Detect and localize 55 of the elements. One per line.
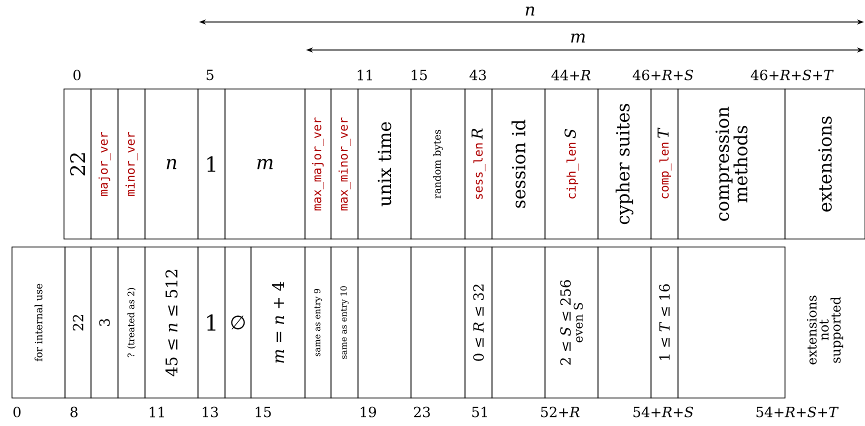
dimension-label: n: [526, 6, 534, 16]
field-cell: max_minor_ver: [330, 88, 358, 240]
field-cell: 0 ≤ R ≤ 32: [464, 246, 492, 398]
field-cell: sess_len R: [464, 88, 492, 240]
empty-cell: [358, 246, 412, 398]
field-cell: n: [144, 88, 198, 240]
field-cell: session id: [492, 88, 546, 240]
index-label: 8: [70, 406, 78, 418]
field-cell: unix time: [358, 88, 412, 240]
index-label: 46+R+S: [632, 70, 694, 80]
field-cell: compression methods: [678, 88, 786, 240]
field-cell: ? (treated as 2): [118, 246, 146, 398]
field-cell: ∅: [224, 246, 252, 398]
index-label: 51: [472, 406, 487, 418]
field-cell: same as entry 9: [304, 246, 332, 398]
note-text: extensions not supported: [806, 296, 844, 364]
field-cell: random bytes: [410, 88, 466, 240]
index-label: 11: [150, 406, 164, 418]
index-label: 43: [470, 70, 486, 80]
index-label: 54+R+S+T: [756, 406, 839, 418]
index-label: 5: [206, 70, 214, 80]
index-label: 54+R+S: [634, 406, 694, 418]
index-label: 0: [73, 70, 81, 80]
empty-cell: [598, 246, 652, 398]
field-cell: comp_len T: [650, 88, 678, 240]
index-label: 44+R: [551, 70, 591, 80]
field-cell: m = n + 4: [250, 246, 306, 398]
empty-cell: [492, 246, 546, 398]
field-cell: ciph_len S: [544, 88, 598, 240]
field-cell: 22: [64, 88, 92, 240]
field-cell: for internal use: [12, 246, 66, 398]
field-cell: 1 ≤ T ≤ 16: [650, 246, 678, 398]
field-cell: max_major_ver: [304, 88, 332, 240]
index-label: 15: [256, 406, 271, 418]
field-cell: extensions: [784, 88, 865, 240]
index-label: 11: [358, 70, 372, 80]
empty-cell: [678, 246, 786, 398]
field-cell: 22: [64, 246, 92, 398]
index-label: 15: [412, 70, 427, 80]
field-cell: 3: [90, 246, 118, 398]
index-label: 46+R+S+T: [750, 70, 834, 80]
index-label: 23: [414, 406, 430, 418]
field-cell: cypher suites: [598, 88, 652, 240]
field-cell: major_ver: [90, 88, 118, 240]
empty-cell: [410, 246, 466, 398]
field-cell: m: [224, 88, 306, 240]
field-cell: 1: [198, 88, 226, 240]
field-cell: 45 ≤ n ≤ 512: [144, 246, 198, 398]
index-label: 52+R: [541, 406, 580, 418]
field-cell: minor_ver: [118, 88, 146, 240]
field-cell: 1: [198, 246, 226, 398]
index-label: 19: [360, 406, 376, 418]
index-label: 13: [202, 406, 218, 418]
field-cell: same as entry 10: [330, 246, 358, 398]
dimension-label: m: [571, 33, 585, 43]
